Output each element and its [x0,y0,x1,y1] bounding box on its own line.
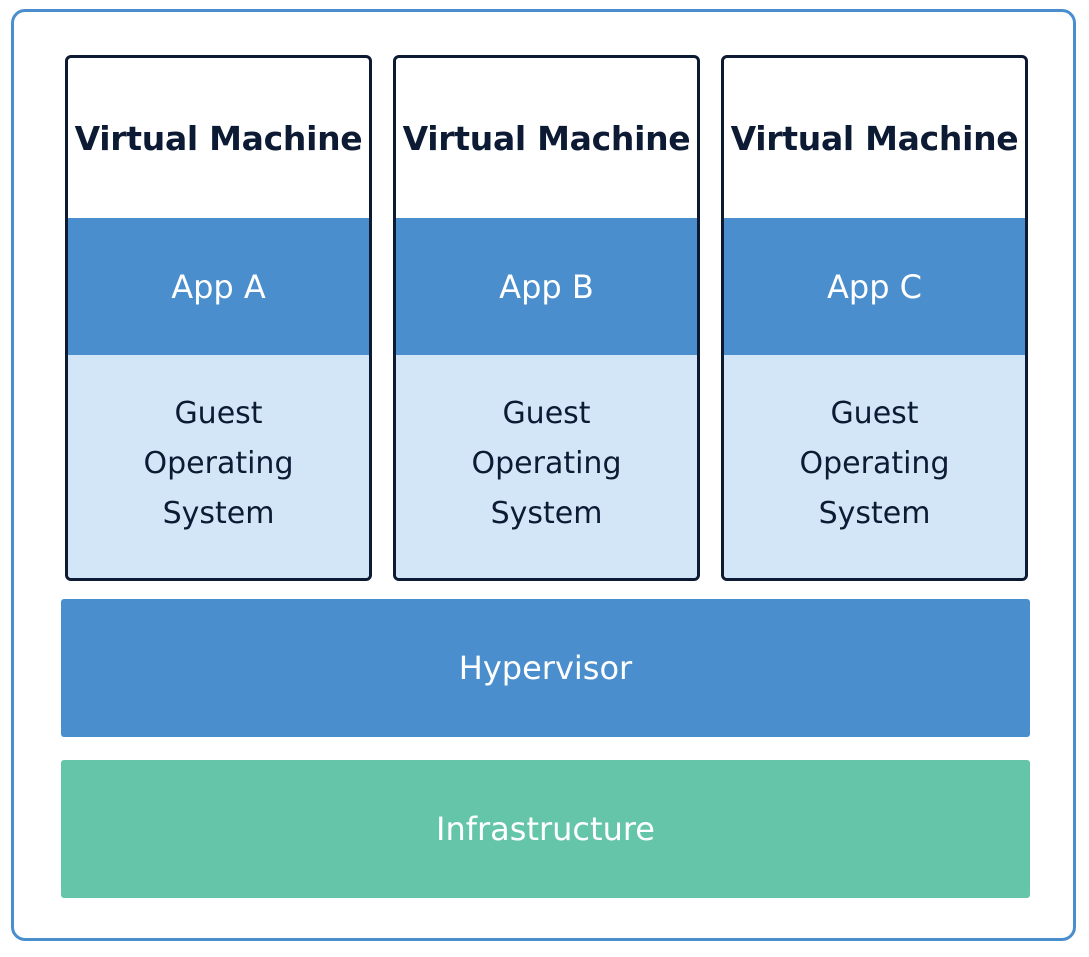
vm-title: Virtual Machine [402,118,691,158]
guest-os-line: Guest [830,395,919,431]
guest-os-line: Operating [799,445,950,481]
virtual-machine-c: Virtual Machine App C Guest Operating Sy… [721,55,1028,581]
infrastructure-layer: Infrastructure [61,760,1030,898]
guest-os-line: System [818,495,931,531]
guest-os-line: Operating [471,445,622,481]
virtual-machine-a: Virtual Machine App A Guest Operating Sy… [65,55,372,581]
guest-os-line: Guest [174,395,263,431]
guest-os-line: Operating [143,445,294,481]
app-a-block: App A [68,218,369,355]
guest-os-line: Guest [502,395,591,431]
guest-os-block: Guest Operating System [724,355,1025,578]
vm-title: Virtual Machine [730,118,1019,158]
app-c-block: App C [724,218,1025,355]
virtual-machine-b: Virtual Machine App B Guest Operating Sy… [393,55,700,581]
guest-os-block: Guest Operating System [68,355,369,578]
hypervisor-layer: Hypervisor [61,599,1030,737]
guest-os-line: System [490,495,603,531]
vm-title: Virtual Machine [74,118,363,158]
guest-os-line: System [162,495,275,531]
app-b-block: App B [396,218,697,355]
guest-os-block: Guest Operating System [396,355,697,578]
